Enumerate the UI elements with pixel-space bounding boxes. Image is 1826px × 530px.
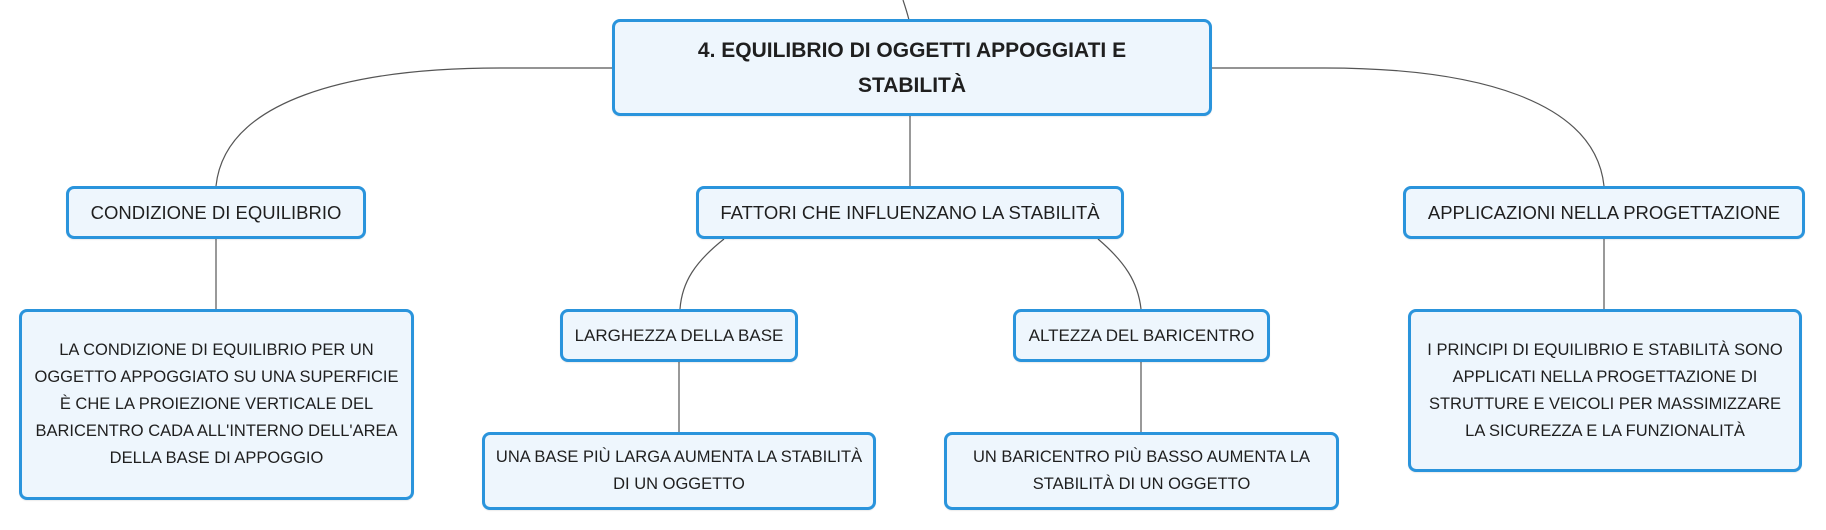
- branch-fattori-stabilita[interactable]: FATTORI CHE INFLUENZANO LA STABILITÀ: [696, 186, 1124, 239]
- detail-text: UN BARICENTRO PIÙ BASSO AUMENTA LA STABI…: [972, 448, 1311, 493]
- detail-altezza-del-baricentro[interactable]: UN BARICENTRO PIÙ BASSO AUMENTA LA STABI…: [944, 432, 1339, 510]
- detail-text: LA CONDIZIONE DI EQUILIBRIO PER UN OGGET…: [34, 341, 399, 467]
- branch-label: FATTORI CHE INFLUENZANO LA STABILITÀ: [720, 201, 1100, 223]
- connector-fattori-to-larghezza: [679, 238, 725, 310]
- branch-condizione-di-equilibrio[interactable]: CONDIZIONE DI EQUILIBRIO: [66, 186, 366, 239]
- connector-root-to-condizione: [215, 67, 612, 187]
- connector-fattori-to-altezza: [1097, 238, 1142, 310]
- subbranch-altezza-del-baricentro[interactable]: ALTEZZA DEL BARICENTRO: [1013, 309, 1270, 362]
- detail-text: I PRINCIPI DI EQUILIBRIO E STABILITÀ SON…: [1427, 340, 1783, 440]
- detail-text: UNA BASE PIÙ LARGA AUMENTA LA STABILITÀ …: [495, 448, 863, 493]
- subbranch-label: LARGHEZZA DELLA BASE: [574, 325, 784, 345]
- root-node[interactable]: 4. EQUILIBRIO DI OGGETTI APPOGGIATI E ST…: [612, 19, 1212, 116]
- connector-root-to-applicazioni: [1212, 67, 1605, 187]
- branch-applicazioni-progettazione[interactable]: APPLICAZIONI NELLA PROGETTAZIONE: [1403, 186, 1805, 239]
- subbranch-label: ALTEZZA DEL BARICENTRO: [1028, 325, 1255, 345]
- detail-larghezza-della-base[interactable]: UNA BASE PIÙ LARGA AUMENTA LA STABILITÀ …: [482, 432, 876, 510]
- branch-label: CONDIZIONE DI EQUILIBRIO: [90, 201, 342, 223]
- detail-condizione-di-equilibrio[interactable]: LA CONDIZIONE DI EQUILIBRIO PER UN OGGET…: [19, 309, 414, 500]
- branch-label: APPLICAZIONI NELLA PROGETTAZIONE: [1427, 201, 1781, 223]
- detail-applicazioni-progettazione[interactable]: I PRINCIPI DI EQUILIBRIO E STABILITÀ SON…: [1408, 309, 1802, 472]
- root-node-label: 4. EQUILIBRIO DI OGGETTI APPOGGIATI E ST…: [697, 38, 1127, 97]
- subbranch-larghezza-della-base[interactable]: LARGHEZZA DELLA BASE: [560, 309, 798, 362]
- connector-parent-to-root: [902, 0, 910, 21]
